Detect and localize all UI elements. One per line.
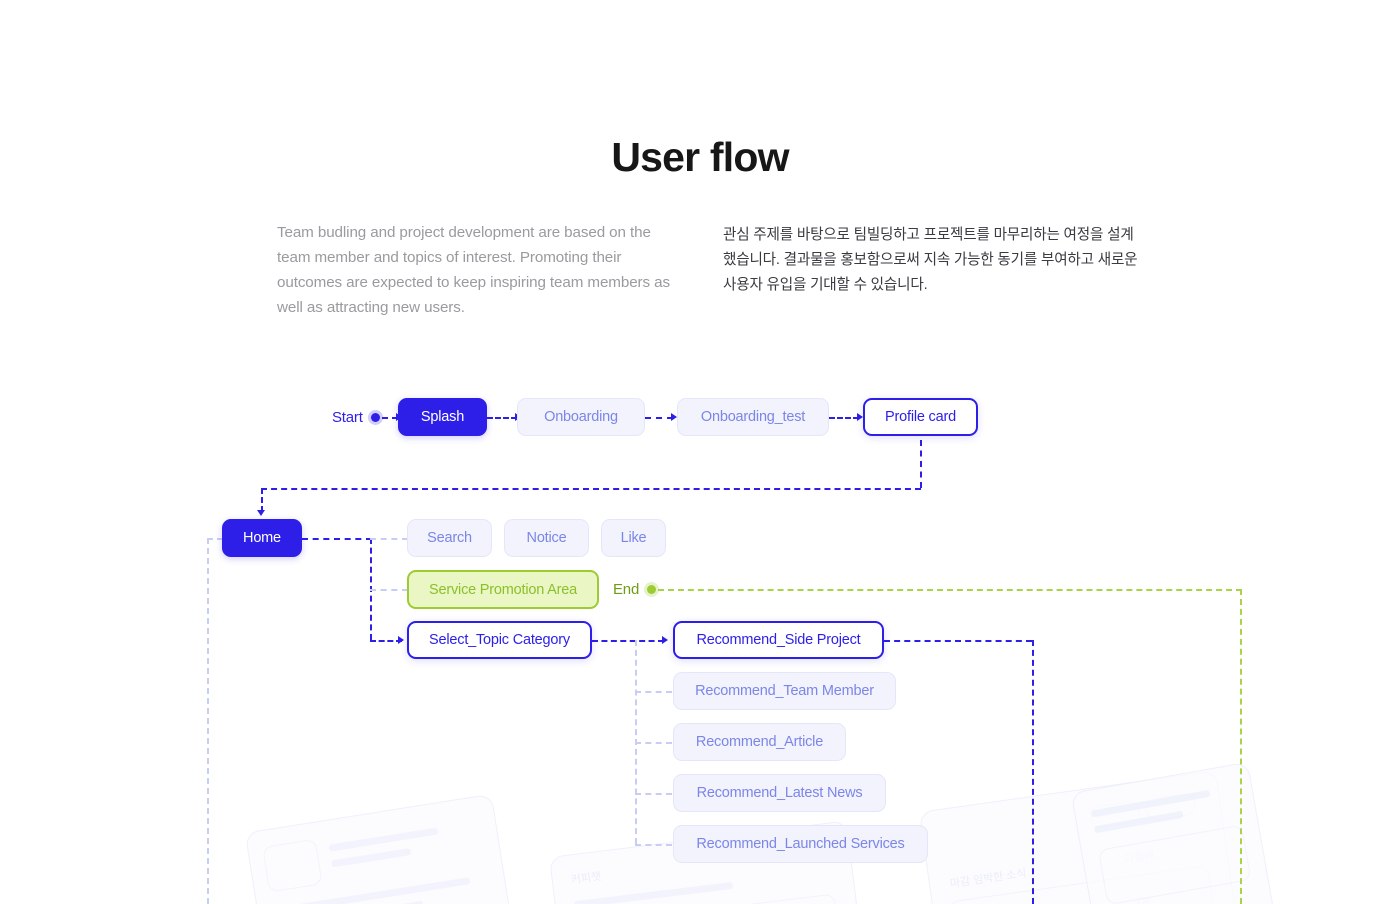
node-notice[interactable]: Notice (504, 519, 589, 557)
background-mockup-card: 마감 임박한 소식 다음에... 참여해요! 3개 4개 (918, 770, 1246, 904)
node-recommend-team-member[interactable]: Recommend_Team Member (673, 672, 896, 710)
connector-splash-to-onboarding (487, 417, 517, 419)
description-korean: 관심 주제를 바탕으로 팀빌딩하고 프로젝트를 마무리하는 여정을 설계했습니다… (723, 227, 1138, 293)
connector-onboarding-test-to-profile-card (829, 417, 859, 419)
start-label: Start (332, 409, 363, 426)
connector-trunk-to-team-member (635, 691, 672, 693)
connector-profile-card-left (261, 488, 921, 490)
connector-end-down (1240, 589, 1242, 904)
connector-home-to-promotion (370, 589, 408, 591)
arrowhead (671, 413, 677, 421)
node-onboarding-test[interactable]: Onboarding_test (677, 398, 829, 436)
connector-home-to-search (370, 538, 408, 540)
page-title: User flow (611, 134, 789, 180)
connector-home-left-stub (207, 538, 223, 540)
arrowhead (857, 413, 863, 421)
connector-home-to-topic (370, 640, 402, 642)
end-label: End (613, 581, 640, 598)
node-search[interactable]: Search (407, 519, 492, 557)
connector-end-right (658, 589, 1242, 591)
node-select-topic-category[interactable]: Select_Topic Category (407, 621, 592, 659)
connector-trunk-to-article (635, 742, 672, 744)
node-onboarding[interactable]: Onboarding (517, 398, 645, 436)
connector-profile-card-down (920, 440, 922, 488)
arrowhead (662, 636, 668, 644)
node-profile-card[interactable]: Profile card (863, 398, 978, 436)
background-mockup-card (1070, 761, 1278, 904)
start-dot (371, 413, 380, 422)
arrowhead (257, 510, 265, 516)
arrowhead (398, 636, 404, 644)
end-dot (647, 585, 656, 594)
node-recommend-side-project[interactable]: Recommend_Side Project (673, 621, 884, 659)
node-recommend-latest-news[interactable]: Recommend_Latest News (673, 774, 886, 812)
node-recommend-article[interactable]: Recommend_Article (673, 723, 846, 761)
node-like[interactable]: Like (601, 519, 666, 557)
connector-topic-to-side-project (592, 640, 664, 642)
background-mockup-card (244, 793, 522, 904)
connector-trunk-to-latest-news (635, 793, 672, 795)
node-home[interactable]: Home (222, 519, 302, 557)
connector-side-project-right (884, 640, 1032, 642)
connector-home-right (302, 538, 372, 540)
node-splash[interactable]: Splash (398, 398, 487, 436)
connector-side-project-down (1032, 640, 1034, 904)
connector-left-loop-down (207, 538, 209, 904)
connector-onboarding-to-onboarding-test (645, 417, 673, 419)
node-service-promotion-area[interactable]: Service Promotion Area (407, 570, 599, 609)
connector-down-to-home (261, 488, 263, 512)
node-recommend-launched-services[interactable]: Recommend_Launched Services (673, 825, 928, 863)
description-english: Team budling and project development are… (277, 224, 670, 316)
connector-trunk-to-launched-services (635, 844, 672, 846)
connector-start-to-splash (382, 417, 398, 419)
